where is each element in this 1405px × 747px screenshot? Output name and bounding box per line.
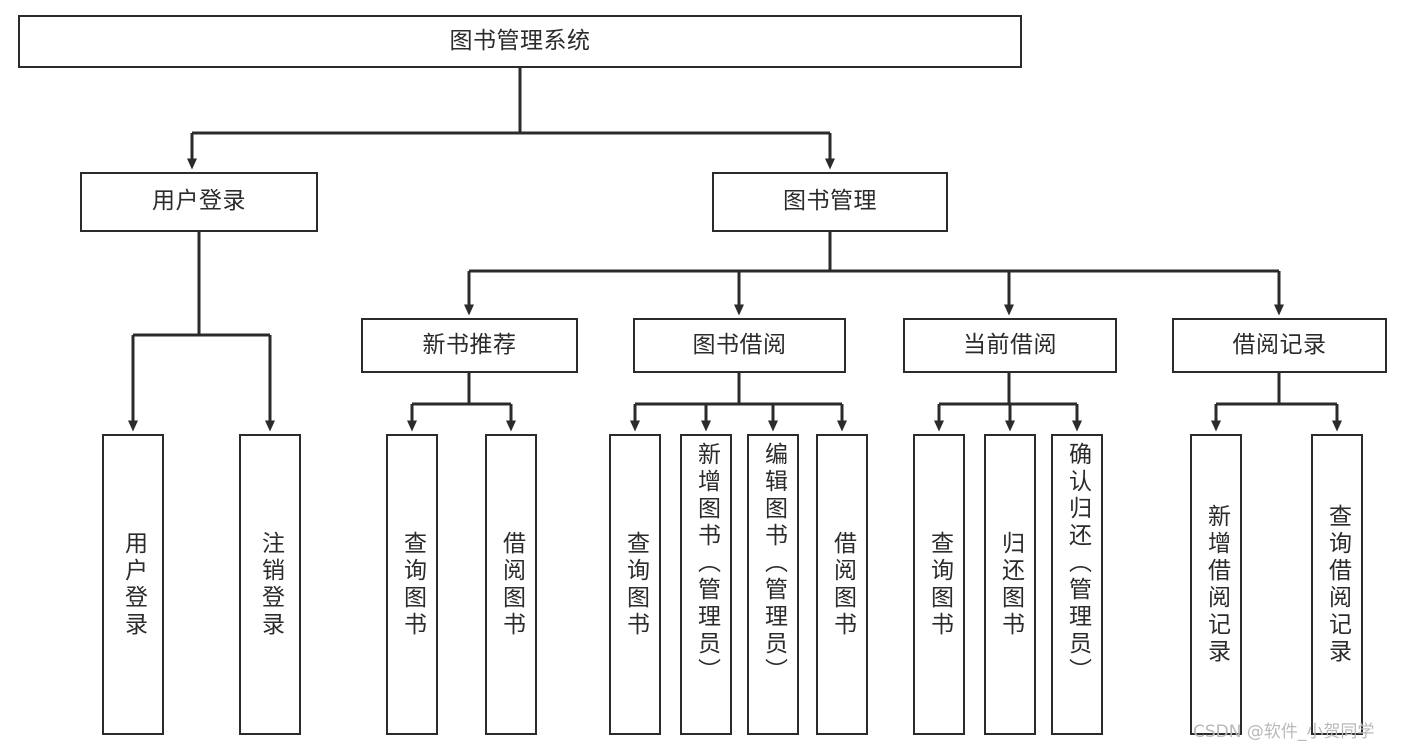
node-label: 借阅记录 <box>1232 331 1327 358</box>
leaf-edit-book-admin[interactable]: 编辑图书（管理员） <box>747 434 799 735</box>
node-borrowing-records[interactable]: 借阅记录 <box>1172 318 1387 373</box>
node-label: 归还图书 <box>997 530 1024 639</box>
node-label: 用户登录 <box>152 188 246 215</box>
node-label: 查询图书 <box>926 530 953 639</box>
node-label: 借阅图书 <box>498 530 525 639</box>
leaf-user-logout[interactable]: 注销登录 <box>239 434 301 735</box>
node-current-borrowing[interactable]: 当前借阅 <box>903 318 1117 373</box>
leaf-borrow-book-borrowing[interactable]: 借阅图书 <box>816 434 868 735</box>
node-book-borrowing[interactable]: 图书借阅 <box>633 318 846 373</box>
node-new-book-recommendation[interactable]: 新书推荐 <box>361 318 578 373</box>
node-label: 新增借阅记录 <box>1203 503 1230 666</box>
node-label: 图书管理系统 <box>449 27 591 54</box>
leaf-confirm-return-admin[interactable]: 确认归还（管理员） <box>1051 434 1103 735</box>
node-label: 查询图书 <box>622 530 649 639</box>
node-label: 借阅图书 <box>829 530 856 639</box>
node-label: 图书管理 <box>783 188 877 215</box>
leaf-add-borrow-record[interactable]: 新增借阅记录 <box>1190 434 1242 735</box>
node-label: 新增图书（管理员） <box>693 442 720 685</box>
node-label: 编辑图书（管理员） <box>760 442 787 685</box>
node-label: 查询图书 <box>399 530 426 639</box>
node-label: 新书推荐 <box>422 331 517 358</box>
node-label: 当前借阅 <box>963 331 1057 358</box>
node-label: 确认归还（管理员） <box>1064 442 1091 685</box>
leaf-query-book-current[interactable]: 查询图书 <box>913 434 965 735</box>
node-user-login[interactable]: 用户登录 <box>80 172 318 232</box>
leaf-add-book-admin[interactable]: 新增图书（管理员） <box>680 434 732 735</box>
leaf-user-login[interactable]: 用户登录 <box>102 434 164 735</box>
leaf-return-book[interactable]: 归还图书 <box>984 434 1036 735</box>
leaf-query-book-newbook[interactable]: 查询图书 <box>386 434 438 735</box>
node-label: 用户登录 <box>120 530 147 639</box>
node-book-management[interactable]: 图书管理 <box>712 172 948 232</box>
leaf-query-book-borrowing[interactable]: 查询图书 <box>609 434 661 735</box>
node-label: 注销登录 <box>257 530 284 639</box>
node-label: 图书借阅 <box>692 331 787 358</box>
leaf-query-borrow-record[interactable]: 查询借阅记录 <box>1311 434 1363 735</box>
node-root-book-management-system[interactable]: 图书管理系统 <box>18 15 1022 68</box>
node-label: 查询借阅记录 <box>1324 503 1351 666</box>
leaf-borrow-book-newbook[interactable]: 借阅图书 <box>485 434 537 735</box>
